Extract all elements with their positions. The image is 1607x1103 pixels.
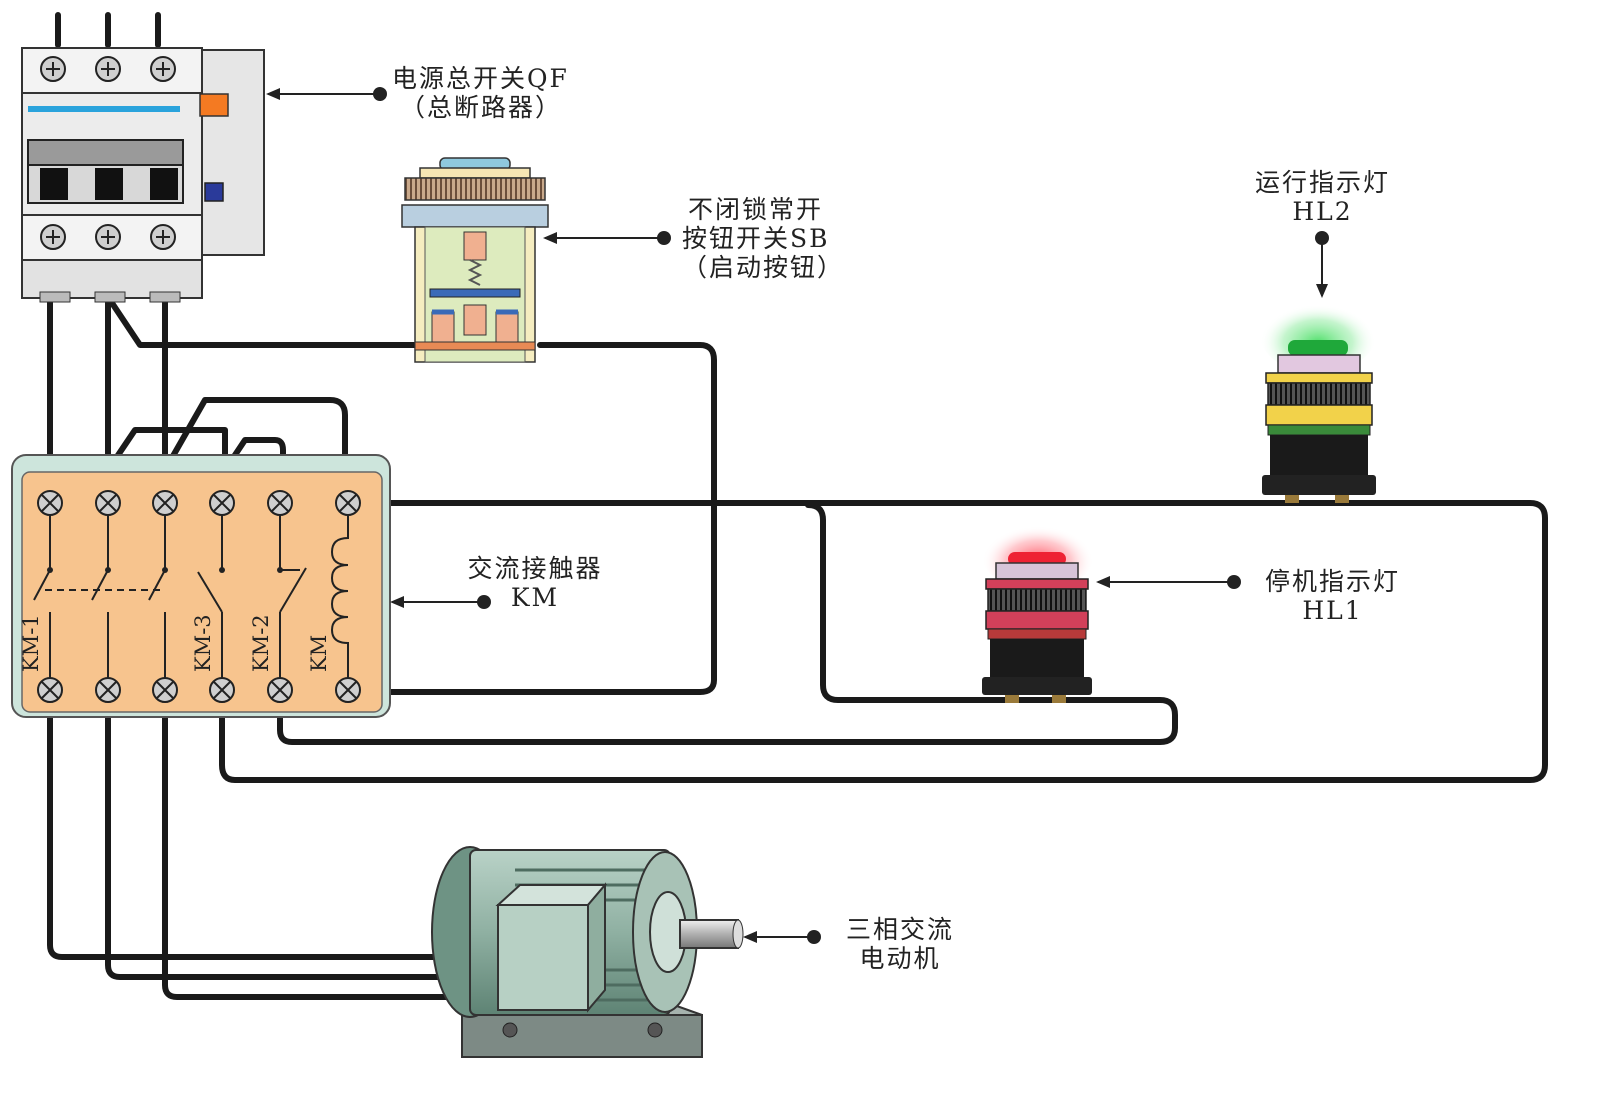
stop-indicator-lamp-hl1 bbox=[982, 519, 1094, 703]
breaker-test-button bbox=[204, 182, 224, 202]
wires bbox=[47, 12, 1548, 1000]
ac-contactor-km: KM-1 KM-3 KM-2 KM bbox=[11, 454, 391, 718]
label-hl1: 停机指示灯 HL1 bbox=[1250, 567, 1415, 625]
label-qf: 电源总开关QF （总断路器） bbox=[392, 64, 569, 122]
label-qf-line2: （总断路器） bbox=[400, 93, 563, 122]
leader-lines bbox=[266, 87, 1329, 944]
run-indicator-lamp-hl2 bbox=[1260, 297, 1376, 503]
contactor-bottom-terminals bbox=[37, 677, 361, 703]
terminal-label-km2: KM-2 bbox=[249, 614, 273, 672]
label-km: 交流接触器 KM bbox=[455, 554, 615, 612]
push-button-sb bbox=[401, 157, 549, 363]
label-qf-line1: 电源总开关QF bbox=[392, 64, 569, 93]
contactor-top-terminals bbox=[37, 490, 361, 516]
label-sb-line1: 不闭锁常开 bbox=[688, 195, 824, 224]
label-hl1-line2: HL1 bbox=[1302, 596, 1363, 625]
label-motor-line2: 电动机 bbox=[859, 944, 941, 973]
label-hl1-line1: 停机指示灯 bbox=[1264, 567, 1400, 596]
circuit-breaker-qf bbox=[21, 47, 265, 303]
label-motor: 三相交流 电动机 bbox=[830, 915, 970, 973]
label-km-line1: 交流接触器 bbox=[467, 554, 603, 583]
breaker-screw-terminals bbox=[40, 56, 176, 250]
label-motor-line1: 三相交流 bbox=[845, 915, 954, 944]
label-hl2: 运行指示灯 HL2 bbox=[1240, 168, 1405, 226]
label-hl2-line2: HL2 bbox=[1292, 197, 1353, 226]
terminal-label-coil: KM bbox=[307, 635, 331, 672]
breaker-trip-indicator bbox=[199, 93, 229, 117]
label-sb-line2: 按钮开关SB bbox=[682, 224, 830, 253]
breaker-stripe bbox=[28, 106, 180, 112]
label-sb-line3: （启动按钮） bbox=[682, 253, 845, 282]
label-km-line2: KM bbox=[510, 583, 560, 612]
terminal-label-km3: KM-3 bbox=[191, 614, 215, 672]
label-sb: 不闭锁常开 按钮开关SB （启动按钮） bbox=[682, 195, 844, 282]
terminal-label-km1: KM-1 bbox=[19, 614, 43, 672]
label-hl2-line1: 运行指示灯 bbox=[1254, 168, 1390, 197]
three-phase-motor bbox=[431, 846, 744, 1058]
